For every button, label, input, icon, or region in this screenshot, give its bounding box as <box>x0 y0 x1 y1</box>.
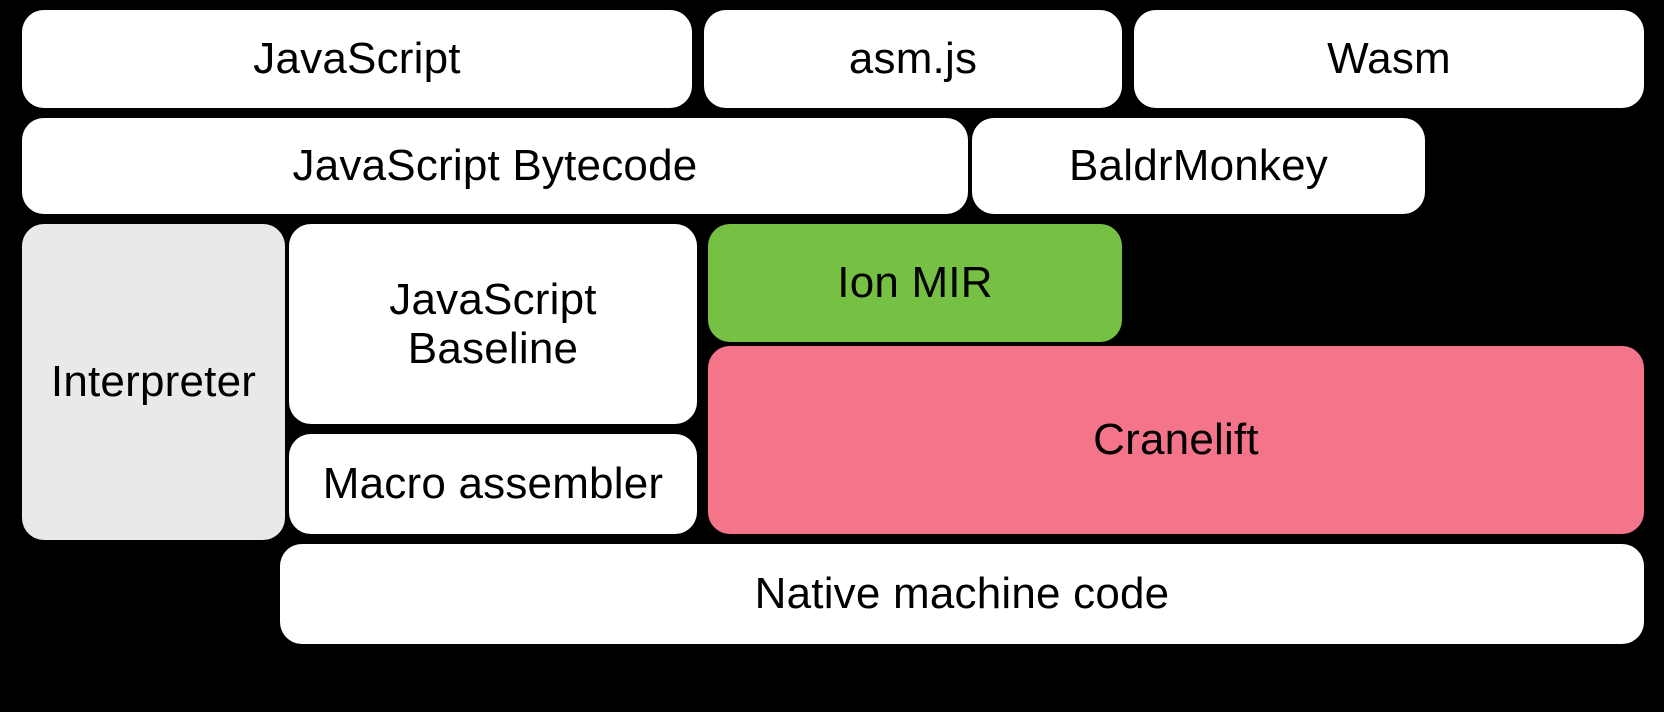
node-javascript-bytecode: JavaScript Bytecode <box>22 118 968 214</box>
node-macro-assembler: Macro assembler <box>289 434 697 534</box>
node-ion-mir: Ion MIR <box>708 224 1122 342</box>
node-javascript-baseline: JavaScript Baseline <box>289 224 697 424</box>
node-cranelift: Cranelift <box>708 346 1644 534</box>
node-native-machine-code: Native machine code <box>280 544 1644 644</box>
node-interpreter: Interpreter <box>22 224 285 540</box>
node-asm-js: asm.js <box>704 10 1122 108</box>
node-baldrmonkey: BaldrMonkey <box>972 118 1425 214</box>
node-javascript: JavaScript <box>22 10 692 108</box>
node-wasm: Wasm <box>1134 10 1644 108</box>
